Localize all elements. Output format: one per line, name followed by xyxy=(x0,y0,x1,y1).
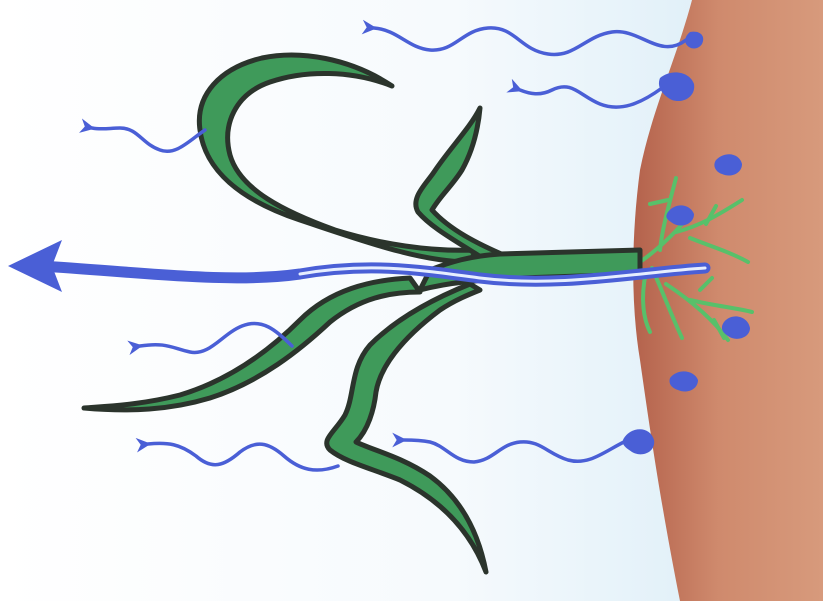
water-transport-diagram xyxy=(0,0,823,601)
diagram-canvas xyxy=(0,0,823,601)
